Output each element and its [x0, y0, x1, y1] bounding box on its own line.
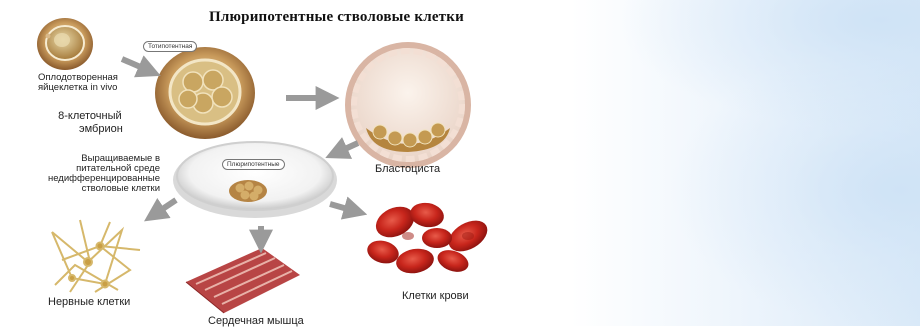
fertilized-egg-image: [37, 18, 93, 70]
eight-cell-embryo-image: [155, 47, 255, 139]
totipotent-tag: Тотипотентная: [143, 41, 197, 52]
blood-cells-image: [365, 200, 493, 276]
pluripotent-tag: Плюрипотентные: [222, 159, 285, 170]
fertilized-egg-label: Оплодотворенная яйцеклетка in vivo: [38, 73, 118, 93]
embryo-label-line2: эмбрион: [57, 123, 123, 136]
cultured-cells-label-line4: стволовые клетки: [26, 184, 160, 194]
cultured-cells-label: Выращиваемые в питательной среде недиффе…: [26, 154, 160, 194]
blastocyst-image: [348, 45, 468, 165]
blastocyst-label: Бластоциста: [375, 163, 440, 176]
arrow-dish-to-nerve: [152, 200, 176, 216]
blood-cells-label: Клетки крови: [402, 290, 469, 303]
arrow-blastocyst-to-dish: [334, 143, 358, 154]
embryo-label: 8-клеточный эмбрион: [57, 110, 123, 136]
heart-muscle-image: [186, 248, 300, 313]
nerve-cells-label: Нервные клетки: [48, 296, 130, 309]
arrow-egg-to-embryo: [122, 59, 152, 72]
petri-dish-image: [173, 142, 337, 218]
heart-muscle-label: Сердечная мышца: [208, 315, 304, 328]
fertilized-egg-label-line2: яйцеклетка in vivo: [38, 83, 118, 93]
nerve-cells-image: [52, 220, 140, 292]
arrow-dish-to-blood: [330, 204, 358, 212]
embryo-label-line1: 8-клеточный: [57, 110, 123, 123]
